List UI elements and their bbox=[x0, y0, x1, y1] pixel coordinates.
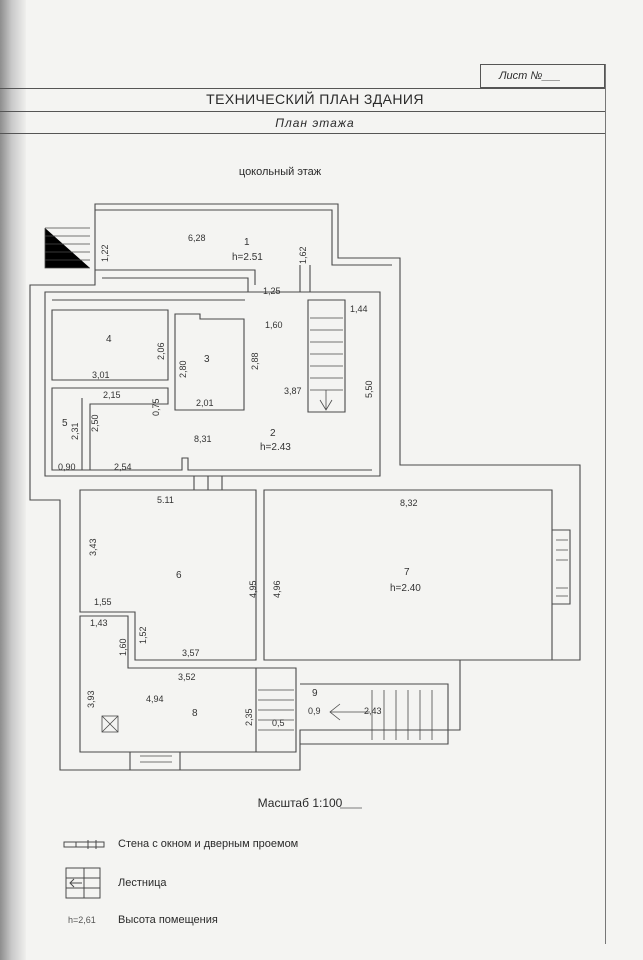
dim-2-43: 2,43 bbox=[364, 706, 382, 716]
dim-3-93: 3,93 bbox=[86, 690, 96, 708]
document-title: ТЕХНИЧЕСКИЙ ПЛАН ЗДАНИЯ bbox=[206, 91, 424, 107]
dim-3-43: 3,43 bbox=[88, 538, 98, 556]
header-rule-top bbox=[0, 88, 606, 89]
page-frame-right bbox=[605, 64, 606, 944]
room-2-height: h=2.43 bbox=[260, 442, 291, 453]
dim-5-50: 5,50 bbox=[364, 380, 374, 398]
dim-2-31: 2,31 bbox=[70, 422, 80, 440]
dim-0-9: 0,9 bbox=[308, 706, 321, 716]
dim-0-5: 0,5 bbox=[272, 718, 285, 728]
dim-1-52: 1,52 bbox=[138, 626, 148, 644]
room-4-number: 4 bbox=[106, 334, 112, 345]
dim-0-75: 0,75 bbox=[151, 398, 161, 416]
legend-text-wall: Стена с окном и дверным проемом bbox=[118, 838, 299, 850]
dim-3-01: 3,01 bbox=[92, 370, 110, 380]
document-subtitle: План этажа bbox=[275, 116, 355, 130]
dim-0-90: 0,90 bbox=[58, 462, 76, 472]
room-6-number: 6 bbox=[176, 570, 182, 581]
dim-2-50: 2,50 bbox=[90, 414, 100, 432]
room-8-number: 8 bbox=[192, 708, 198, 719]
floor-caption: цокольный этаж bbox=[238, 166, 322, 178]
sheet-number-label: Лист №___ bbox=[499, 70, 561, 82]
dim-1-25: 1,25 bbox=[263, 286, 281, 296]
room-1-height: h=2.51 bbox=[232, 252, 263, 263]
room-9-number: 9 bbox=[312, 688, 318, 699]
room-5-number: 5 bbox=[62, 418, 68, 429]
sheet-number-box: Лист №___ bbox=[480, 64, 605, 88]
legend-text-stairs: Лестница bbox=[118, 877, 167, 889]
dim-2-80: 2,80 bbox=[178, 360, 188, 378]
dim-1-62: 1,62 bbox=[298, 246, 308, 264]
dim-2-35: 2,35 bbox=[244, 708, 254, 726]
dim-4-96: 4,96 bbox=[272, 580, 282, 598]
dim-2-88: 2,88 bbox=[250, 352, 260, 370]
dim-2-06: 2,06 bbox=[156, 342, 166, 360]
scale-label: Масштаб 1:100 bbox=[257, 796, 343, 810]
dim-5-11: 5.11 bbox=[157, 495, 174, 505]
dim-8-32: 8,32 bbox=[400, 498, 418, 508]
dim-2-01: 2,01 bbox=[196, 398, 214, 408]
header-rule-bottom bbox=[0, 133, 606, 134]
dim-1-60-a: 1,60 bbox=[265, 320, 283, 330]
room-7-number: 7 bbox=[404, 567, 410, 578]
dim-1-44: 1,44 bbox=[350, 304, 368, 314]
dim-2-15: 2,15 bbox=[103, 390, 121, 400]
dim-3-57: 3,57 bbox=[182, 648, 200, 658]
legend-text-height: Высота помещения bbox=[118, 914, 218, 926]
dim-1-60-b: 1,60 bbox=[118, 638, 128, 656]
dim-2-54: 2,54 bbox=[114, 462, 132, 472]
wall-window-door-icon bbox=[63, 840, 105, 849]
scan-edge-shadow bbox=[0, 0, 26, 960]
dim-3-87: 3,87 bbox=[284, 386, 302, 396]
dim-8-31: 8,31 bbox=[194, 434, 212, 444]
dim-3-52: 3,52 bbox=[178, 672, 196, 682]
dim-1-22: 1,22 bbox=[100, 244, 110, 262]
room-7-height: h=2.40 bbox=[390, 583, 421, 594]
dim-4-94: 4,94 bbox=[146, 694, 164, 704]
dim-6-28: 6,28 bbox=[188, 233, 206, 243]
stairs-icon bbox=[65, 867, 101, 899]
room-2-number: 2 bbox=[270, 428, 276, 439]
legend-height-sample: h=2,61 bbox=[68, 915, 96, 925]
room-1-number: 1 bbox=[244, 237, 250, 248]
dim-1-55: 1,55 bbox=[94, 597, 112, 607]
dim-1-43: 1,43 bbox=[90, 618, 108, 628]
room-3-number: 3 bbox=[204, 354, 210, 365]
dim-4-95: 4,95 bbox=[248, 580, 258, 598]
header-rule-middle bbox=[0, 111, 606, 112]
